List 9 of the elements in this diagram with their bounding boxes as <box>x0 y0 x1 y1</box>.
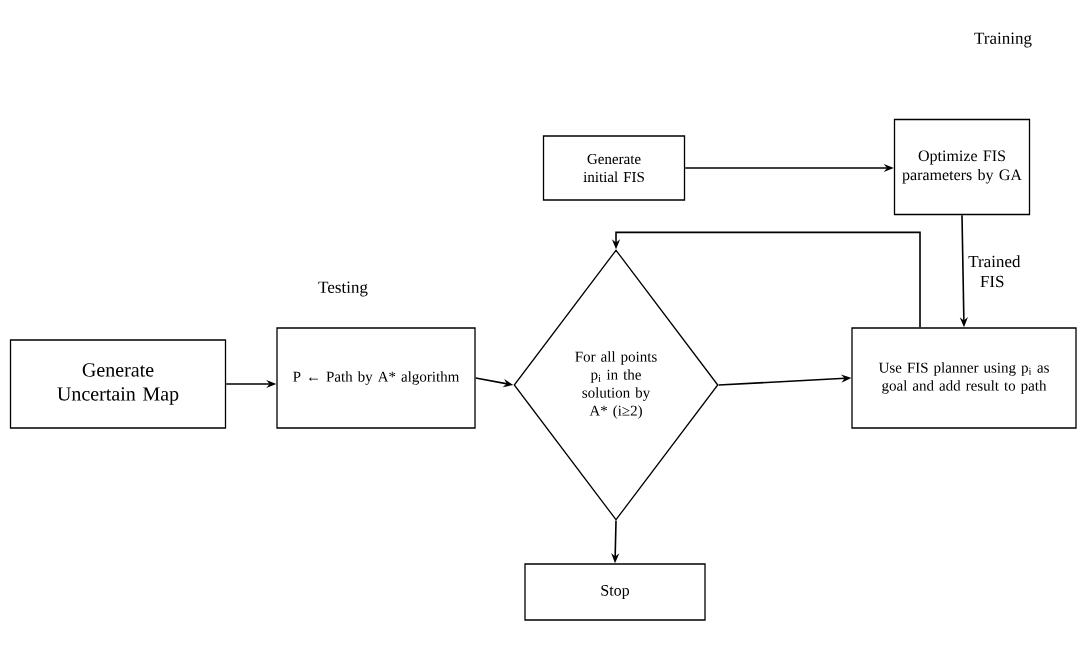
process-box: Optimize FIS parameters by GA <box>893 118 1031 216</box>
process-box: P ← Path by A* algorithm <box>276 327 476 429</box>
process-box: Generate Uncertain Map <box>9 339 227 429</box>
edge-label: Trained FIS <box>967 254 1021 289</box>
section-label: Training <box>974 32 1032 48</box>
process-box: Generate initial FIS <box>542 135 686 201</box>
process-box: Use FIS planner using p$_{i}$ as goal and add result to path <box>851 327 1077 429</box>
terminal-box: Stop <box>524 563 706 621</box>
section-label: Testing <box>318 281 368 297</box>
